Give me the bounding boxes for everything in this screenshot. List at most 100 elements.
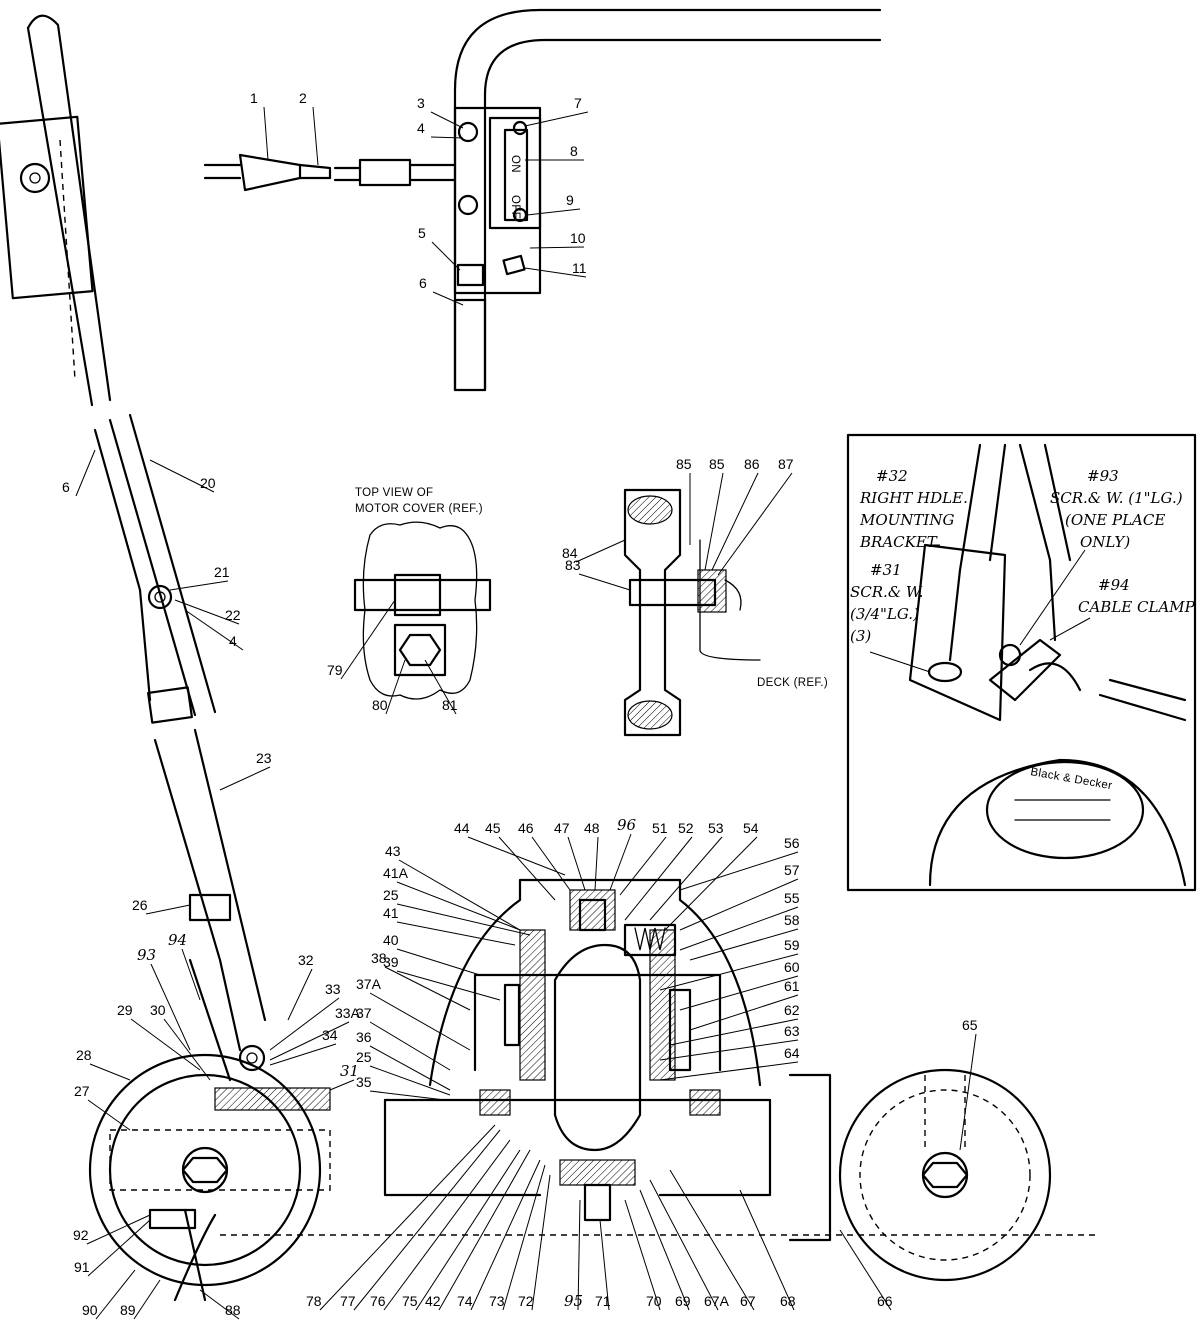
part-label-23: 23 [256, 750, 272, 766]
leader-line-77 [353, 1129, 501, 1311]
part-label-64: 64 [784, 1045, 800, 1061]
part-label-32: 32 [298, 952, 314, 968]
mount-screw-4 [457, 194, 479, 216]
handle-bolt-21 [147, 584, 173, 610]
part-label-63: 63 [784, 1023, 800, 1039]
leader-line-56 [679, 851, 799, 891]
part-label-38: 38 [371, 950, 387, 966]
leader-line-63 [659, 1039, 799, 1061]
leader-line-86 [711, 472, 759, 571]
part-label-51: 51 [652, 820, 668, 836]
part-label-8: 8 [570, 143, 578, 159]
callout-32-line-2: RIGHT HDLE. [859, 489, 968, 507]
mount-screw-3 [457, 121, 479, 143]
leader-line-11 [524, 267, 587, 278]
part-label-87: 87 [778, 456, 794, 472]
leader-line-70 [624, 1199, 661, 1311]
part-label-25: 25 [356, 1049, 372, 1065]
leader-line-6 [75, 449, 96, 497]
leader-line-1 [263, 106, 269, 161]
part-label-69: 69 [675, 1293, 691, 1309]
switch-screw-bottom [512, 207, 528, 223]
leader-line-84 [575, 539, 626, 563]
leader-line-62 [669, 1018, 799, 1046]
callout-32-line-3: MOUNTING [859, 511, 954, 529]
leader-line-96 [609, 833, 632, 891]
part-label-92: 92 [73, 1227, 89, 1243]
switch-box-assembly: ON OFF [203, 8, 882, 392]
callout-94-line-2: CABLE CLAMP [1078, 598, 1196, 616]
handle-pivot-33 [238, 1044, 266, 1072]
part-label-67: 67 [740, 1293, 756, 1309]
part-label-93: 93 [137, 946, 156, 964]
part-label-43: 43 [385, 843, 401, 859]
leader-line-29 [130, 1018, 201, 1071]
deck-ref-label: DECK (REF.) [757, 677, 828, 689]
callout-93-line-4: ONLY) [1080, 533, 1130, 551]
part-label-21: 21 [214, 564, 230, 580]
leader-line-31 [329, 1079, 355, 1091]
leader-line-51 [619, 836, 667, 896]
part-label-54: 54 [743, 820, 759, 836]
part-label-72: 72 [518, 1293, 534, 1309]
leader-line-87 [717, 472, 793, 576]
leader-line-28 [89, 1063, 131, 1081]
part-label-1: 1 [250, 90, 258, 106]
part-label-76: 76 [370, 1293, 386, 1309]
leader-line-81 [424, 659, 457, 715]
part-label-30: 30 [150, 1002, 166, 1018]
leader-line-4 [184, 609, 244, 651]
leader-line-23 [219, 766, 271, 791]
part-label-25: 25 [383, 887, 399, 903]
part-label-60: 60 [784, 959, 800, 975]
part-label-33: 33 [325, 981, 341, 997]
leader-line-41A [396, 881, 521, 931]
leader-line-61 [689, 994, 799, 1031]
callout-93-line-3: (ONE PLACE [1065, 511, 1165, 529]
part-label-20: 20 [200, 475, 216, 491]
part-label-83: 83 [565, 557, 581, 573]
inset-detail: Black & Decker [846, 433, 1197, 892]
leader-line-22 [174, 599, 240, 625]
part-label-73: 73 [489, 1293, 505, 1309]
leader-line-5 [431, 241, 461, 271]
leader-line-10 [529, 246, 585, 249]
leader-line-83 [578, 573, 631, 591]
leader-line-39 [396, 970, 501, 1001]
part-label-79: 79 [327, 662, 343, 678]
handle-switch-box [0, 115, 94, 300]
leader-line-74 [470, 1159, 541, 1311]
part-label-55: 55 [784, 890, 800, 906]
leader-line-6 [432, 291, 464, 306]
leader-line-59 [659, 953, 799, 991]
part-label-57: 57 [784, 862, 800, 878]
part-label-42: 42 [425, 1293, 441, 1309]
part-label-2: 2 [299, 90, 307, 106]
part-label-78: 78 [306, 1293, 322, 1309]
leader-line-53 [649, 836, 723, 921]
part-label-66: 66 [877, 1293, 893, 1309]
part-label-77: 77 [340, 1293, 356, 1309]
callout-31-line-3: (3/4"LG.) [850, 605, 919, 623]
leader-line-35 [369, 1090, 446, 1101]
part-label-48: 48 [584, 820, 600, 836]
leader-line-94 [181, 948, 201, 1001]
right-wheel [220, 1068, 1100, 1282]
inset-callouts: #32 RIGHT HDLE. MOUNTING BRACKET #93 SCR… [850, 467, 1196, 673]
leader-line-58 [689, 928, 799, 961]
leader-line-66 [839, 1229, 892, 1311]
part-label-65: 65 [962, 1017, 978, 1033]
leader-line-27 [87, 1099, 131, 1131]
power-plug [203, 163, 242, 180]
part-label-88: 88 [225, 1302, 241, 1318]
leader-line-3 [430, 111, 464, 129]
part-label-81: 81 [442, 697, 458, 713]
leader-line-68 [739, 1189, 795, 1311]
leader-line-43 [398, 859, 521, 931]
switch-on-label: ON [509, 155, 521, 173]
leader-line-85 [704, 472, 724, 571]
callout-93-line-2: SCR.& W. (1"LG.) [1050, 489, 1183, 507]
leader-line-67 [669, 1169, 755, 1311]
leader-line-2 [312, 106, 319, 166]
